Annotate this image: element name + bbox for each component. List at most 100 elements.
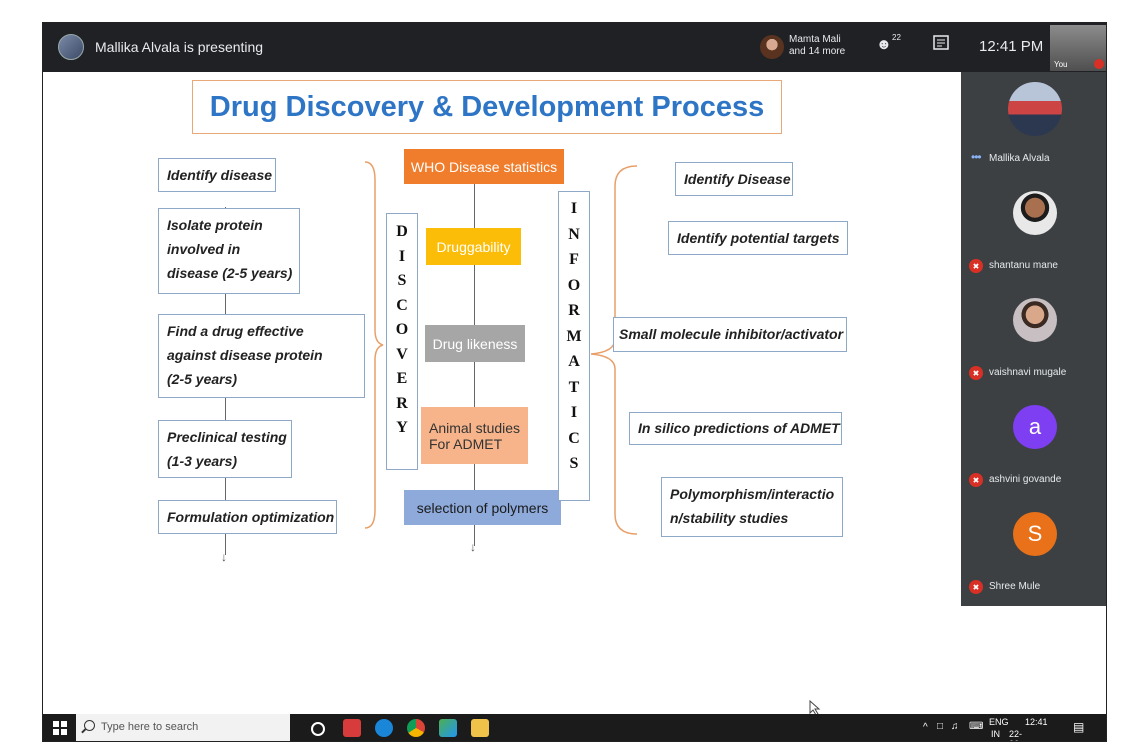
participant-name: shantanu mane (989, 260, 1058, 271)
polymers-box: selection of polymers (404, 490, 561, 525)
participants-sidebar: ••• Mallika Alvala ✖ shantanu mane ✖ vai… (961, 72, 1106, 607)
letter: E (396, 370, 408, 387)
mic-off-icon: ✖ (969, 259, 983, 273)
participant-tile[interactable]: ••• Mallika Alvala (961, 72, 1106, 179)
right-brace (590, 165, 638, 535)
step-text: Preclinical testing (167, 429, 287, 445)
viewer-avatar[interactable] (760, 35, 784, 59)
letter: O (395, 321, 409, 338)
people-button[interactable]: ☻ 22 (876, 33, 906, 60)
step-text: Isolate protein (167, 217, 263, 233)
letter: I (570, 404, 578, 421)
presenter-avatar (58, 34, 84, 60)
file-explorer-icon[interactable] (471, 719, 489, 737)
volume-icon[interactable]: ♫ (951, 721, 959, 732)
info-text: In silico predictions of ADMET (638, 420, 840, 436)
participant-name: vaishnavi mugale (989, 367, 1067, 378)
notification-icon[interactable]: ▤ (1073, 720, 1085, 734)
app-icon[interactable] (439, 719, 457, 737)
step-text: Identify disease (167, 167, 273, 183)
windows-start-icon[interactable] (53, 721, 67, 735)
region-label[interactable]: IN (991, 729, 1000, 739)
letter: S (569, 455, 579, 472)
keyboard-icon[interactable]: ⌨ (969, 721, 984, 732)
letter: R (568, 302, 580, 319)
letter: O (567, 276, 581, 294)
participant-avatar (1013, 191, 1057, 235)
step-find-drug: Find a drug effective against disease pr… (158, 314, 365, 398)
informatics-vertical-label: I N F O R M A T I C S (558, 191, 590, 501)
mic-off-icon: ✖ (969, 473, 983, 487)
app-icon[interactable] (343, 719, 361, 737)
screenshot-frame: Mallika Alvala is presenting Mamta Mali … (42, 22, 1107, 742)
info-text: Identify potential targets (677, 230, 840, 246)
box-text: For ADMET (429, 435, 503, 452)
slide-title-box: Drug Discovery & Development Process (192, 80, 782, 134)
participant-tile[interactable]: ✖ shantanu mane (961, 179, 1106, 286)
participant-avatar (1013, 298, 1057, 342)
chat-button[interactable] (933, 35, 955, 59)
network-icon[interactable]: □ (937, 721, 944, 732)
tray-date[interactable]: 22-06-2020 (1009, 729, 1023, 741)
step-text: (1-3 years) (167, 453, 238, 469)
meeting-clock: 12:41 PM (979, 38, 1044, 55)
box-text: Animal studies (429, 419, 521, 436)
step-identify-disease: Identify disease (158, 158, 276, 192)
letter: A (568, 353, 580, 370)
down-arrow-icon: ↓ (470, 540, 476, 554)
chrome-icon[interactable] (407, 719, 425, 737)
animal-studies-box: Animal studies For ADMET (421, 407, 528, 464)
participant-name: ashvini govande (989, 474, 1062, 485)
participant-tile[interactable]: S ✖ Shree Mule (961, 500, 1106, 607)
viewer-name: Mamta Mali (789, 34, 841, 45)
letter: Y (396, 419, 408, 436)
tray-up-icon[interactable]: ^ (923, 722, 928, 733)
participant-name: Shree Mule (989, 581, 1041, 592)
letter: C (568, 429, 580, 447)
info-polymorphism: Polymorphism/interactio n/stability stud… (661, 477, 843, 537)
box-text: Druggability (436, 238, 511, 255)
info-in-silico: In silico predictions of ADMET (629, 412, 842, 445)
tray-time[interactable]: 12:41 (1025, 717, 1048, 727)
letter: I (398, 247, 406, 265)
slide-title: Drug Discovery & Development Process (209, 90, 765, 123)
info-text: Small molecule inhibitor/activator (619, 326, 844, 342)
windows-taskbar: Type here to search ^ □ ♫ ⌨ ENG IN 12:41… (43, 714, 1106, 741)
presenting-label: Mallika Alvala is presenting (95, 39, 264, 55)
letter: M (566, 327, 582, 345)
step-text: (2-5 years) (167, 371, 238, 387)
info-small-molecule: Small molecule inhibitor/activator (613, 317, 847, 352)
letter: R (396, 394, 408, 412)
letter: N (568, 225, 580, 243)
participant-name: Mallika Alvala (989, 153, 1050, 164)
self-view-tile[interactable]: You (1050, 25, 1106, 71)
step-text: involved in (167, 241, 241, 257)
drug-likeness-box: Drug likeness (425, 325, 525, 362)
search-icon (84, 720, 95, 731)
participant-tile[interactable]: a ✖ ashvini govande (961, 393, 1106, 500)
cortana-icon[interactable] (311, 722, 325, 736)
language-label[interactable]: ENG (989, 717, 1009, 727)
who-statistics-box: WHO Disease statistics (404, 149, 564, 184)
step-formulation: Formulation optimization (158, 500, 337, 534)
step-text: against disease protein (167, 347, 323, 363)
speaking-icon: ••• (971, 150, 982, 164)
search-placeholder: Type here to search (101, 721, 199, 733)
step-text: Formulation optimization (167, 509, 335, 525)
discovery-vertical-label: D I S C O V E R Y (386, 213, 418, 470)
taskbar-search-box[interactable]: Type here to search (76, 714, 290, 741)
letter: I (570, 200, 578, 217)
meet-top-bar: Mallika Alvala is presenting Mamta Mali … (43, 23, 1106, 72)
center-connector (474, 184, 475, 546)
viewer-summary[interactable]: Mamta Mali and 14 more (789, 34, 845, 58)
info-text: Identify Disease (684, 171, 791, 187)
participant-tile[interactable]: ✖ vaishnavi mugale (961, 286, 1106, 393)
mic-off-icon: ✖ (969, 366, 983, 380)
step-preclinical: Preclinical testing (1-3 years) (158, 420, 292, 478)
letter: V (396, 345, 408, 363)
edge-icon[interactable] (375, 719, 393, 737)
box-text: WHO Disease statistics (410, 158, 558, 175)
mic-off-icon: ✖ (969, 580, 983, 594)
letter: S (397, 272, 407, 289)
people-icon: ☻ (876, 36, 892, 53)
